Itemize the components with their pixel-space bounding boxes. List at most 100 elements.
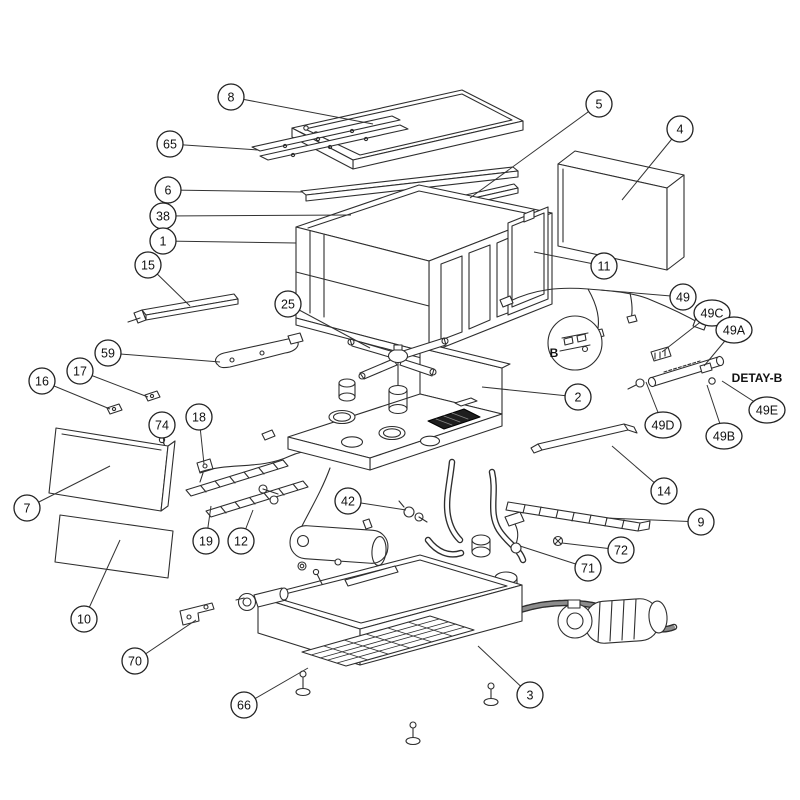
part-toothed-rail xyxy=(505,501,651,532)
callout-label-10: 10 xyxy=(77,613,91,627)
callout-59: 59 xyxy=(94,339,122,367)
callout-label-71: 71 xyxy=(581,562,595,576)
callout-label-49E: 49E xyxy=(756,404,778,418)
callout-label-12: 12 xyxy=(234,535,248,549)
callout-label-74: 74 xyxy=(155,419,169,433)
leader-line-6 xyxy=(167,189,304,193)
callout-label-14: 14 xyxy=(657,485,671,499)
callout-72: 72 xyxy=(607,536,635,564)
callout-12: 12 xyxy=(227,527,255,555)
callout-49C: 49C xyxy=(693,299,731,327)
leader-line-49 xyxy=(599,289,684,298)
part-front-top-rail xyxy=(300,166,519,202)
callout-25: 25 xyxy=(274,290,302,318)
leader-line-25 xyxy=(287,303,371,349)
callout-42: 42 xyxy=(334,487,362,515)
callout-label-19: 19 xyxy=(199,535,213,549)
part-front-panel xyxy=(48,427,176,512)
callout-label-49B: 49B xyxy=(713,430,735,444)
detail-circle-b xyxy=(547,315,603,371)
leader-line-10 xyxy=(83,539,121,620)
callout-18: 18 xyxy=(185,403,213,431)
callout-15: 15 xyxy=(134,251,162,279)
callout-label-11: 11 xyxy=(598,260,611,274)
part-perforated-floor xyxy=(301,615,475,667)
callout-19: 19 xyxy=(192,527,220,555)
callout-49B: 49B xyxy=(705,422,743,450)
callout-label-42: 42 xyxy=(341,495,355,509)
callout-label-4: 4 xyxy=(677,123,684,137)
callout-label-6: 6 xyxy=(165,184,172,198)
part-wiring-harness xyxy=(499,287,708,371)
leader-line-9 xyxy=(605,517,702,523)
callout-label-2: 2 xyxy=(575,391,582,405)
callout-71: 71 xyxy=(574,554,602,582)
part-cabinet-body xyxy=(295,184,553,361)
callout-8: 8 xyxy=(217,83,245,111)
leader-line-8 xyxy=(230,96,374,125)
part-hoses xyxy=(424,458,527,564)
callout-label-70: 70 xyxy=(128,655,142,669)
callout-49: 49 xyxy=(669,283,697,311)
callout-65: 65 xyxy=(156,130,184,158)
callout-label-7: 7 xyxy=(24,502,31,516)
callout-9: 9 xyxy=(687,508,715,536)
callout-label-38: 38 xyxy=(156,210,170,224)
label-B: B xyxy=(550,346,559,360)
part-side-access-panel xyxy=(507,206,549,316)
callout-17: 17 xyxy=(66,357,94,385)
part-corner-bracket xyxy=(179,558,399,626)
callout-7: 7 xyxy=(13,494,41,522)
part-detail-b-assembly xyxy=(627,355,725,390)
callout-label-25: 25 xyxy=(281,298,295,312)
callout-label-66: 66 xyxy=(237,699,251,713)
callout-49E: 49E xyxy=(748,396,786,424)
part-base-tray xyxy=(257,554,523,746)
part-left-rail xyxy=(127,293,239,324)
leader-line-7 xyxy=(26,465,111,509)
callout-3: 3 xyxy=(516,681,544,709)
part-side-guide-rails xyxy=(185,446,331,518)
part-tank-assembly xyxy=(287,337,511,471)
callout-label-5: 5 xyxy=(596,98,603,112)
callout-4: 4 xyxy=(666,115,694,143)
leader-line-38 xyxy=(162,214,352,217)
callout-label-1: 1 xyxy=(160,235,167,249)
leader-line-59 xyxy=(107,352,221,363)
callout-1: 1 xyxy=(149,227,177,255)
callout-label-18: 18 xyxy=(192,411,206,425)
callout-label-16: 16 xyxy=(35,375,49,389)
exploded-view-artwork xyxy=(48,89,725,746)
part-leveling-feet xyxy=(295,670,499,746)
callout-74: 74 xyxy=(148,411,176,439)
leader-line-1 xyxy=(162,240,297,244)
part-lower-front-panel xyxy=(54,514,174,579)
callout-label-49D: 49D xyxy=(652,419,675,433)
part-boiler xyxy=(289,467,428,567)
part-pump-assembly xyxy=(516,598,678,644)
callout-label-65: 65 xyxy=(163,138,177,152)
callout-70: 70 xyxy=(121,647,149,675)
callout-10: 10 xyxy=(70,605,98,633)
leader-line-2 xyxy=(481,386,579,398)
callout-label-17: 17 xyxy=(73,365,87,379)
callout-label-49C: 49C xyxy=(701,307,724,321)
callout-5: 5 xyxy=(585,90,613,118)
callout-label-59: 59 xyxy=(101,347,115,361)
callout-11: 11 xyxy=(590,252,618,280)
callout-49D: 49D xyxy=(644,411,682,439)
callout-16: 16 xyxy=(28,367,56,395)
callout-label-15: 15 xyxy=(141,259,155,273)
part-heater-element xyxy=(215,332,304,369)
callout-2: 2 xyxy=(564,383,592,411)
part-rear-panel xyxy=(557,150,685,271)
callout-label-49: 49 xyxy=(676,291,690,305)
callout-6: 6 xyxy=(154,176,182,204)
leader-line-4 xyxy=(621,128,681,201)
part-support-rail xyxy=(530,423,638,454)
part-telescopic-rails xyxy=(251,115,409,161)
callout-label-3: 3 xyxy=(527,689,534,703)
callout-label-72: 72 xyxy=(614,544,628,558)
